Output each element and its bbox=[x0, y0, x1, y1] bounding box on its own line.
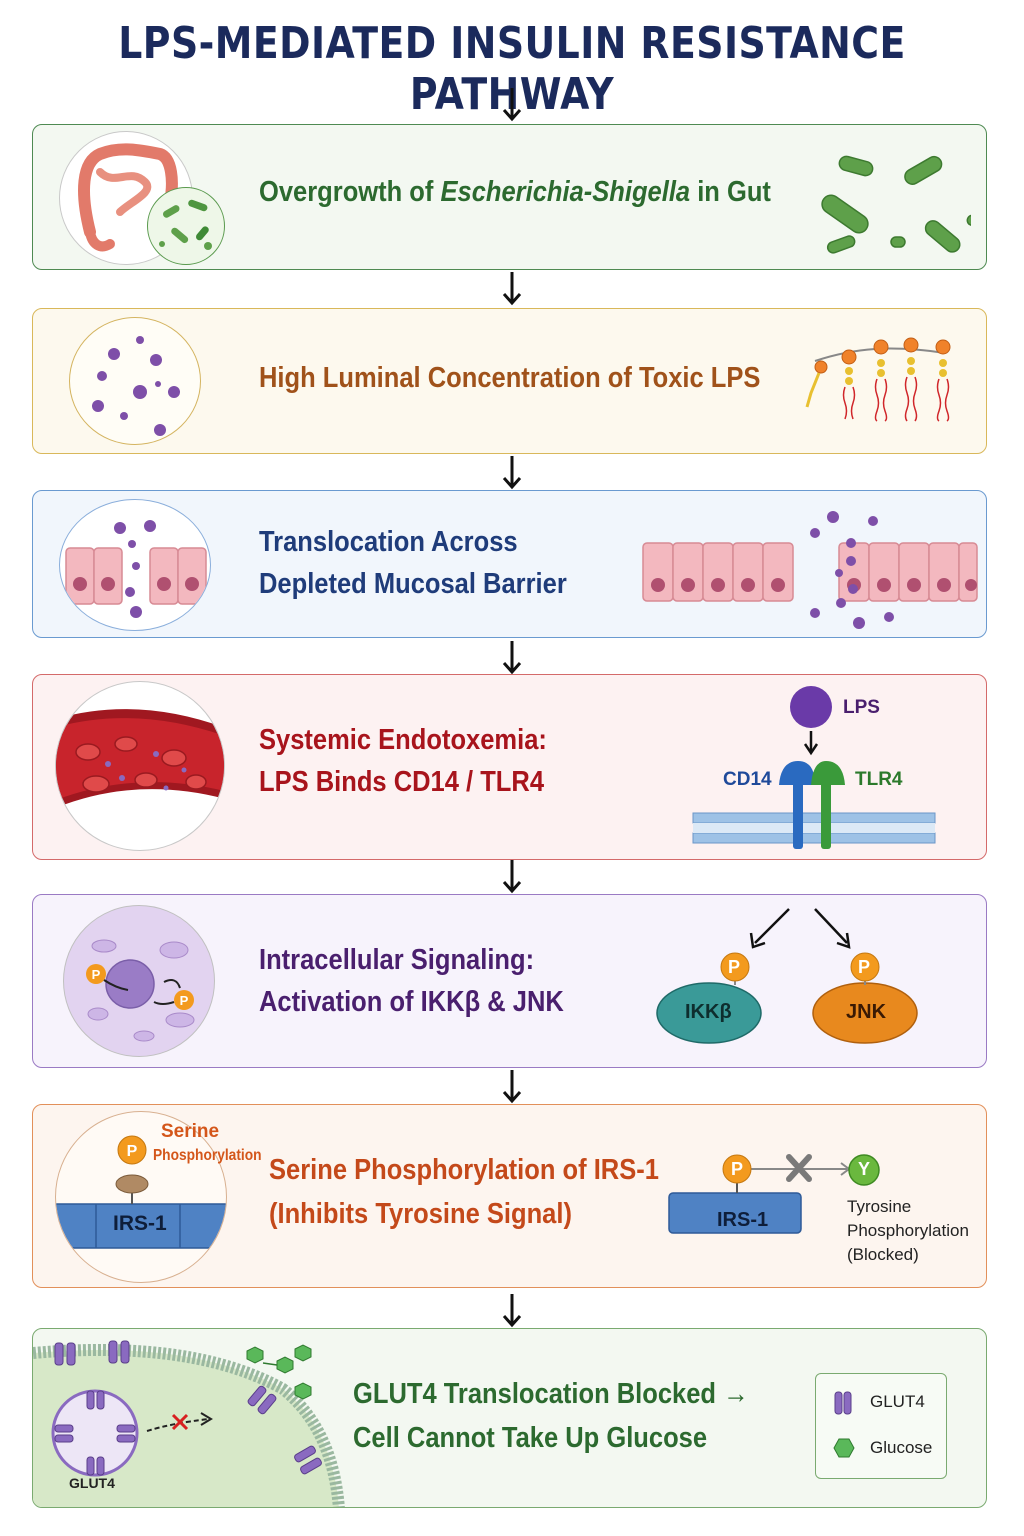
step-panel-irs1-phosphorylation: P IRS-1 Serine Phosphorylation Serine Ph… bbox=[32, 1104, 987, 1288]
lps-particles-icon bbox=[69, 317, 201, 445]
cd14-label: CD14 bbox=[723, 769, 772, 790]
down-arrow-icon bbox=[502, 456, 522, 490]
phospho-p-label: P bbox=[728, 957, 741, 977]
tyrosine-y-label: Y bbox=[858, 1159, 871, 1179]
step-1-text-species: Escherichia-Shigella bbox=[440, 176, 691, 208]
step-panel-glut4-blocked: GLUT4 GLUT4 Translocation Blocked → Cell… bbox=[32, 1328, 987, 1508]
serine-label-line1: Serine bbox=[161, 1121, 220, 1142]
legend-glut4-label: GLUT4 bbox=[870, 1392, 925, 1411]
tlr4-label: TLR4 bbox=[855, 769, 903, 790]
irs1-tyrosine-blocked-icon bbox=[668, 1154, 851, 1234]
irs1-label-right: IRS-1 bbox=[717, 1209, 769, 1231]
step-2-text: High Luminal Concentration of Toxic LPS bbox=[259, 362, 761, 394]
kinase-activation-icon bbox=[656, 908, 918, 1044]
down-arrow-icon bbox=[502, 272, 522, 306]
phospho-p-label: P bbox=[858, 957, 871, 977]
cell-icon: P P bbox=[63, 905, 215, 1057]
step-panel-endotoxemia: Systemic Endotoxemia: LPS Binds CD14 / T… bbox=[32, 674, 987, 860]
epithelium-icon bbox=[642, 511, 978, 629]
tyrosine-label-line2: Phosphorylation bbox=[847, 1221, 969, 1240]
svg-text:P: P bbox=[127, 1143, 138, 1160]
down-arrow-icon bbox=[502, 1070, 522, 1104]
serine-label-line2: Phosphorylation bbox=[153, 1147, 262, 1164]
down-arrow-icon bbox=[502, 860, 522, 894]
step-4-text-line1: Systemic Endotoxemia: bbox=[259, 724, 547, 756]
irs1-serine-icon: P bbox=[55, 1111, 227, 1283]
tlr4-receptor-icon bbox=[692, 686, 936, 849]
step-panel-intracellular-signaling: P P Intracellular Signaling: Activation … bbox=[32, 894, 987, 1068]
step-6-text-line1: Serine Phosphorylation of IRS-1 bbox=[269, 1154, 659, 1186]
step-3-text-line2: Depleted Mucosal Barrier bbox=[259, 568, 567, 600]
step-1-text-post: in Gut bbox=[690, 176, 771, 208]
jnk-label: JNK bbox=[846, 1001, 887, 1023]
phospho-p-label: P bbox=[731, 1159, 744, 1179]
step-6-text-line2: (Inhibits Tyrosine Signal) bbox=[269, 1198, 572, 1230]
step-7-text-line1: GLUT4 Translocation Blocked → bbox=[353, 1378, 749, 1410]
legend-box: GLUT4 Glucose bbox=[815, 1373, 947, 1479]
glucose-legend-icon bbox=[833, 1438, 855, 1458]
lps-molecule-icon bbox=[805, 337, 951, 422]
cell-membrane-icon bbox=[33, 1340, 345, 1507]
bacteria-icon bbox=[821, 155, 971, 254]
lps-label: LPS bbox=[843, 697, 880, 718]
step-7-text-line2: Cell Cannot Take Up Glucose bbox=[353, 1422, 708, 1454]
glut4-cell-label: GLUT4 bbox=[69, 1475, 115, 1491]
step-panel-luminal-lps: High Luminal Concentration of Toxic LPS bbox=[32, 308, 987, 454]
down-arrow-icon bbox=[502, 1294, 522, 1328]
glut4-legend-icon bbox=[834, 1391, 852, 1415]
step-1-text: Overgrowth of Escherichia-Shigella in Gu… bbox=[259, 171, 771, 213]
blood-vessel-icon bbox=[55, 681, 225, 851]
bacteria-zoom-icon bbox=[147, 187, 225, 265]
step-panel-translocation: Translocation Across Depleted Mucosal Ba… bbox=[32, 490, 987, 638]
legend-glucose-label: Glucose bbox=[870, 1438, 933, 1457]
step-4-text-line2: LPS Binds CD14 / TLR4 bbox=[259, 766, 545, 798]
step-5-text-line2: Activation of IKKβ & JNK bbox=[259, 986, 564, 1018]
down-arrow-icon bbox=[502, 88, 522, 122]
step-1-text-pre: Overgrowth of bbox=[259, 176, 441, 208]
step-3-text-line1: Translocation Across bbox=[259, 526, 518, 558]
irs1-label: IRS-1 bbox=[113, 1212, 167, 1235]
down-arrow-icon bbox=[502, 641, 522, 675]
tyrosine-label-line1: Tyrosine bbox=[847, 1197, 912, 1216]
svg-text:P: P bbox=[92, 967, 101, 982]
barrier-gap-icon bbox=[59, 499, 211, 631]
tyrosine-label-line3: (Blocked) bbox=[847, 1245, 919, 1264]
tyrosine-y-icon bbox=[848, 1154, 880, 1186]
ikk-beta-label: IKKβ bbox=[685, 1001, 732, 1023]
svg-text:P: P bbox=[180, 993, 189, 1008]
step-5-text-line1: Intracellular Signaling: bbox=[259, 944, 535, 976]
step-panel-gut-overgrowth: Overgrowth of Escherichia-Shigella in Gu… bbox=[32, 124, 987, 270]
